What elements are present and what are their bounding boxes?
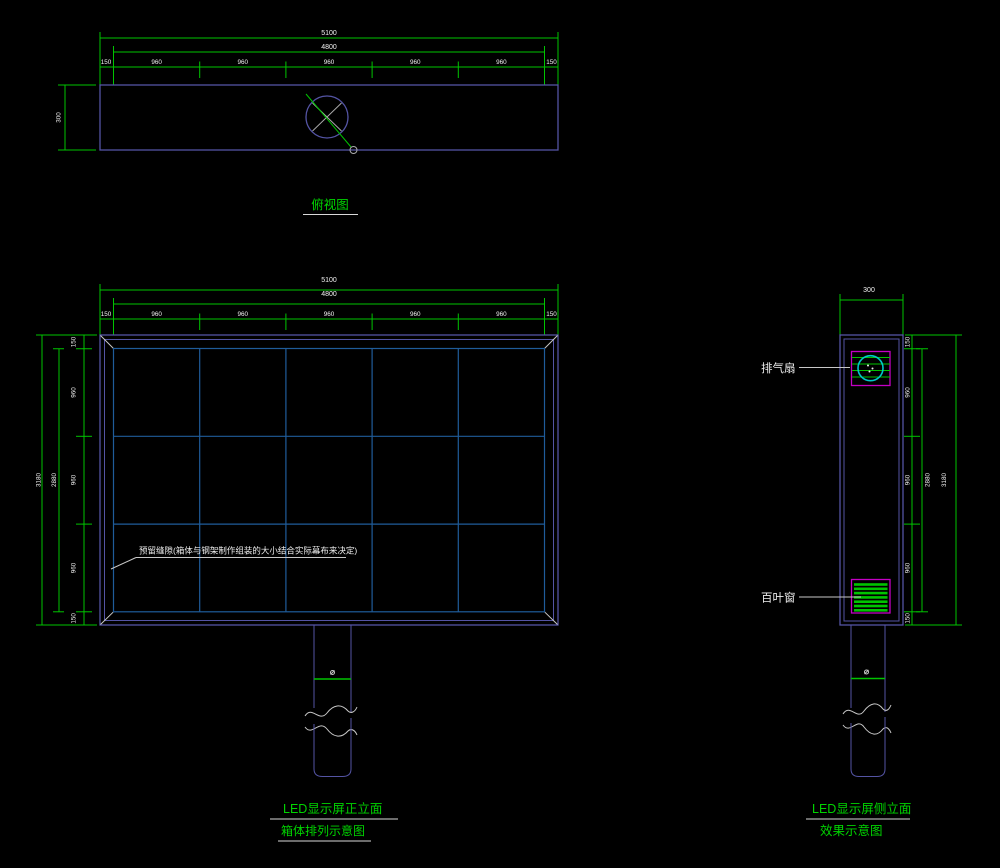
- gap-note-text: 预留缝隙(箱体与钢架制作组装的大小结合实际幕布来决定): [139, 546, 357, 556]
- side-view-cabinet-frame: [839, 334, 904, 626]
- leader-end-circle: [349, 146, 358, 154]
- dim-inner-height: 2880: [925, 473, 932, 488]
- dim-segment: 960: [71, 562, 78, 573]
- dim-segment: 150: [71, 336, 78, 347]
- dim-overall-height: 3180: [36, 473, 43, 488]
- side-view-pole: [842, 625, 892, 777]
- dim-segment: 960: [238, 59, 249, 66]
- dim-segment: 960: [410, 59, 421, 66]
- dim-overall-width: 5100: [321, 30, 337, 37]
- dim-segment: 960: [324, 59, 335, 66]
- dim-segment: 150: [546, 59, 557, 66]
- break-line: [842, 723, 892, 735]
- dim-segment: 960: [151, 59, 162, 66]
- break-line: [304, 705, 358, 717]
- dim-segment: 960: [410, 311, 421, 318]
- front-view-title-line2: 箱体排列示意图: [281, 823, 365, 838]
- side-view-dim-chain-vertical: 150 960 960 960 150 2880 3180: [904, 334, 962, 626]
- dim-segment: 960: [324, 311, 335, 318]
- dim-overall-width: 5100: [321, 277, 337, 284]
- front-view-dim-chain-vertical: 3180 2880 150 960 960 960 150: [36, 334, 97, 626]
- dim-segment: 960: [71, 474, 78, 485]
- dim-segment: 960: [496, 59, 507, 66]
- top-view-title: 俯视图: [311, 197, 349, 212]
- louver-detail: [850, 578, 891, 614]
- break-line: [304, 725, 358, 737]
- front-view-cabinet-frame: [99, 334, 559, 626]
- break-line: [842, 703, 892, 715]
- dim-overall-height: 3180: [941, 473, 948, 488]
- top-view-cabinet-outline: [99, 84, 559, 151]
- front-view: 5100 4800 150 960 960 960 960 960 150: [36, 277, 559, 842]
- top-view-dim-chain-depth: 300: [56, 84, 96, 151]
- dim-width: 300: [863, 287, 875, 294]
- exhaust-fan-detail: [850, 350, 891, 387]
- dim-segment: 960: [905, 562, 912, 573]
- front-view-title-line1: LED显示屏正立面: [283, 801, 382, 816]
- gap-note: 预留缝隙(箱体与钢架制作组装的大小结合实际幕布来决定): [110, 546, 357, 570]
- dim-segment: 150: [905, 613, 912, 624]
- louver-label: 百叶窗: [761, 591, 796, 605]
- fan-label: 排气扇: [761, 361, 796, 375]
- dim-segment: 960: [151, 311, 162, 318]
- dim-inner-width: 4800: [321, 291, 337, 298]
- dim-inner-height: 2880: [51, 473, 58, 488]
- side-view: 300 排气扇: [761, 287, 962, 838]
- front-view-dim-chain-horizontal: 5100 4800 150 960 960 960 960 960 150: [99, 277, 559, 335]
- top-view: 5100 4800 150 960 960 960 960 960 150: [56, 30, 559, 216]
- dim-segment: 150: [905, 336, 912, 347]
- front-view-cabinet-grid: [112, 347, 546, 613]
- dim-segment: 150: [546, 311, 557, 318]
- front-view-pole: [304, 625, 358, 777]
- dim-segment: 150: [101, 59, 112, 66]
- side-view-dim-width: 300: [839, 287, 904, 335]
- top-view-dim-chain-horizontal: 5100 4800 150 960 960 960 960 960 150: [99, 30, 559, 85]
- dim-segment: 960: [71, 387, 78, 398]
- side-view-title-line1: LED显示屏侧立面: [812, 801, 911, 816]
- pole-section-marker: [305, 93, 358, 154]
- dim-segment: 960: [905, 474, 912, 485]
- dim-inner-width: 4800: [321, 44, 337, 51]
- dim-segment: 960: [905, 387, 912, 398]
- dim-segment: 960: [496, 311, 507, 318]
- dim-segment: 150: [101, 311, 112, 318]
- diameter-mark: [864, 669, 869, 675]
- side-view-title-line2: 效果示意图: [820, 823, 883, 838]
- dim-segment: 150: [71, 613, 78, 624]
- fan-circle: [857, 354, 884, 382]
- dim-depth: 300: [56, 112, 63, 123]
- diameter-mark: [330, 670, 335, 675]
- fan-callout: 排气扇: [761, 361, 850, 375]
- dim-segment: 960: [238, 311, 249, 318]
- louver-callout: 百叶窗: [761, 591, 861, 605]
